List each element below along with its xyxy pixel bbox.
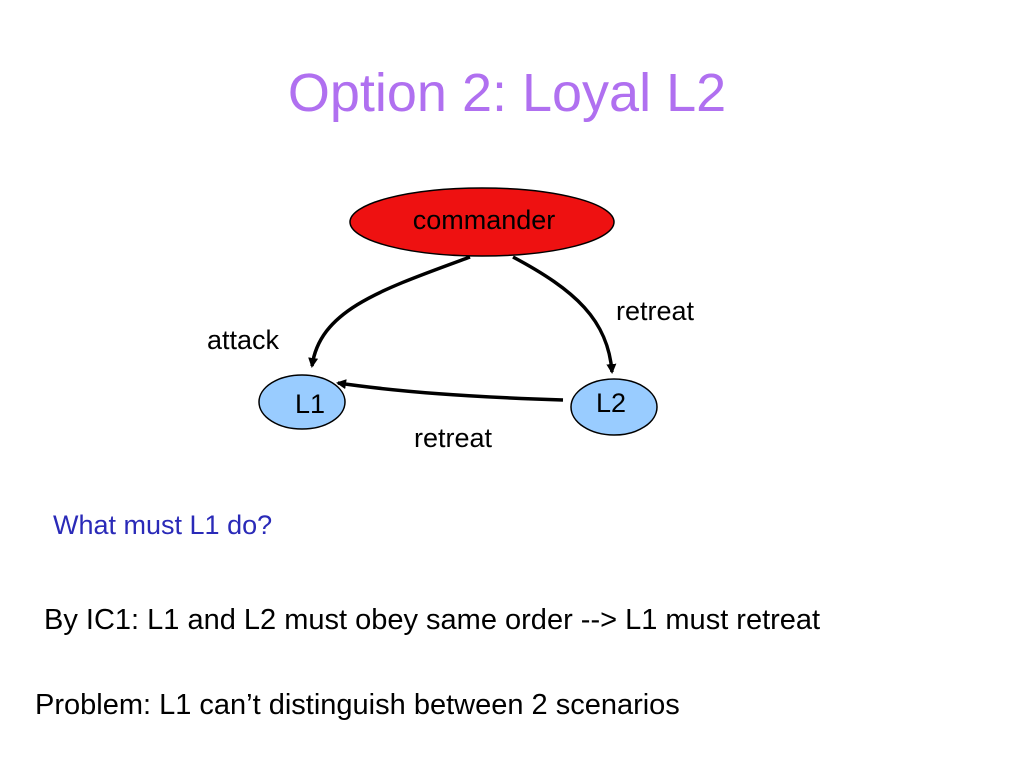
l2-node: L2	[570, 378, 658, 436]
edge-label-attack: attack	[207, 325, 280, 355]
commander-to-l1-arrow	[308, 255, 471, 368]
edge-label-retreat-commander: retreat	[616, 296, 695, 326]
question-text: What must L1 do?	[53, 510, 273, 540]
l1-ellipse	[258, 374, 346, 430]
edge-label-retreat-l2: retreat	[414, 423, 493, 453]
commander-label: commander	[413, 205, 556, 235]
ic1-statement: By IC1: L1 and L2 must obey same order -…	[44, 604, 821, 636]
commander-node: commander	[349, 187, 615, 257]
l1-label: L1	[295, 389, 325, 419]
commander-ellipse	[349, 187, 615, 257]
l2-label: L2	[596, 388, 626, 418]
problem-statement: Problem: L1 can’t distinguish between 2 …	[35, 689, 680, 721]
slide-title: Option 2: Loyal L2	[287, 63, 727, 123]
commander-to-l2-arrow	[512, 255, 617, 374]
l2-ellipse	[570, 378, 658, 436]
l1-node: L1	[258, 374, 346, 430]
l2-to-l1-arrow	[336, 379, 564, 402]
